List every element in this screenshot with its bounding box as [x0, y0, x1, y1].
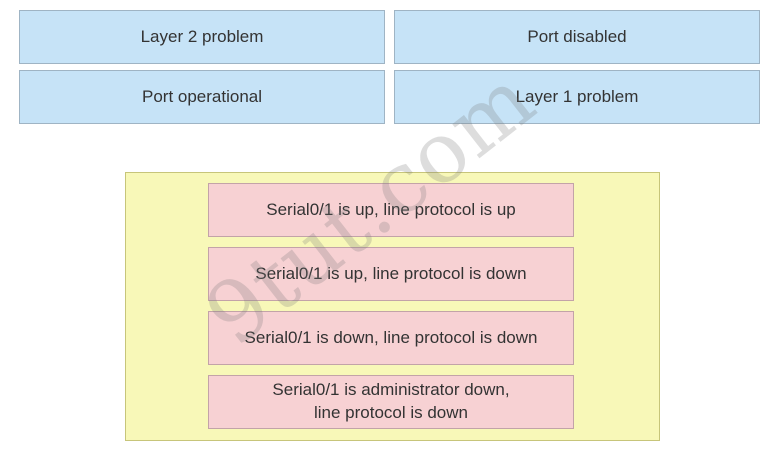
- statement-up-down[interactable]: Serial0/1 is up, line protocol is down: [208, 247, 574, 301]
- statement-up-up[interactable]: Serial0/1 is up, line protocol is up: [208, 183, 574, 237]
- choice-layer-2-problem[interactable]: Layer 2 problem: [19, 10, 385, 64]
- statement-down-down[interactable]: Serial0/1 is down, line protocol is down: [208, 311, 574, 365]
- statement-admin-down[interactable]: Serial0/1 is administrator down, line pr…: [208, 375, 574, 429]
- choice-layer-1-problem[interactable]: Layer 1 problem: [394, 70, 760, 124]
- choice-port-disabled[interactable]: Port disabled: [394, 10, 760, 64]
- choice-port-operational[interactable]: Port operational: [19, 70, 385, 124]
